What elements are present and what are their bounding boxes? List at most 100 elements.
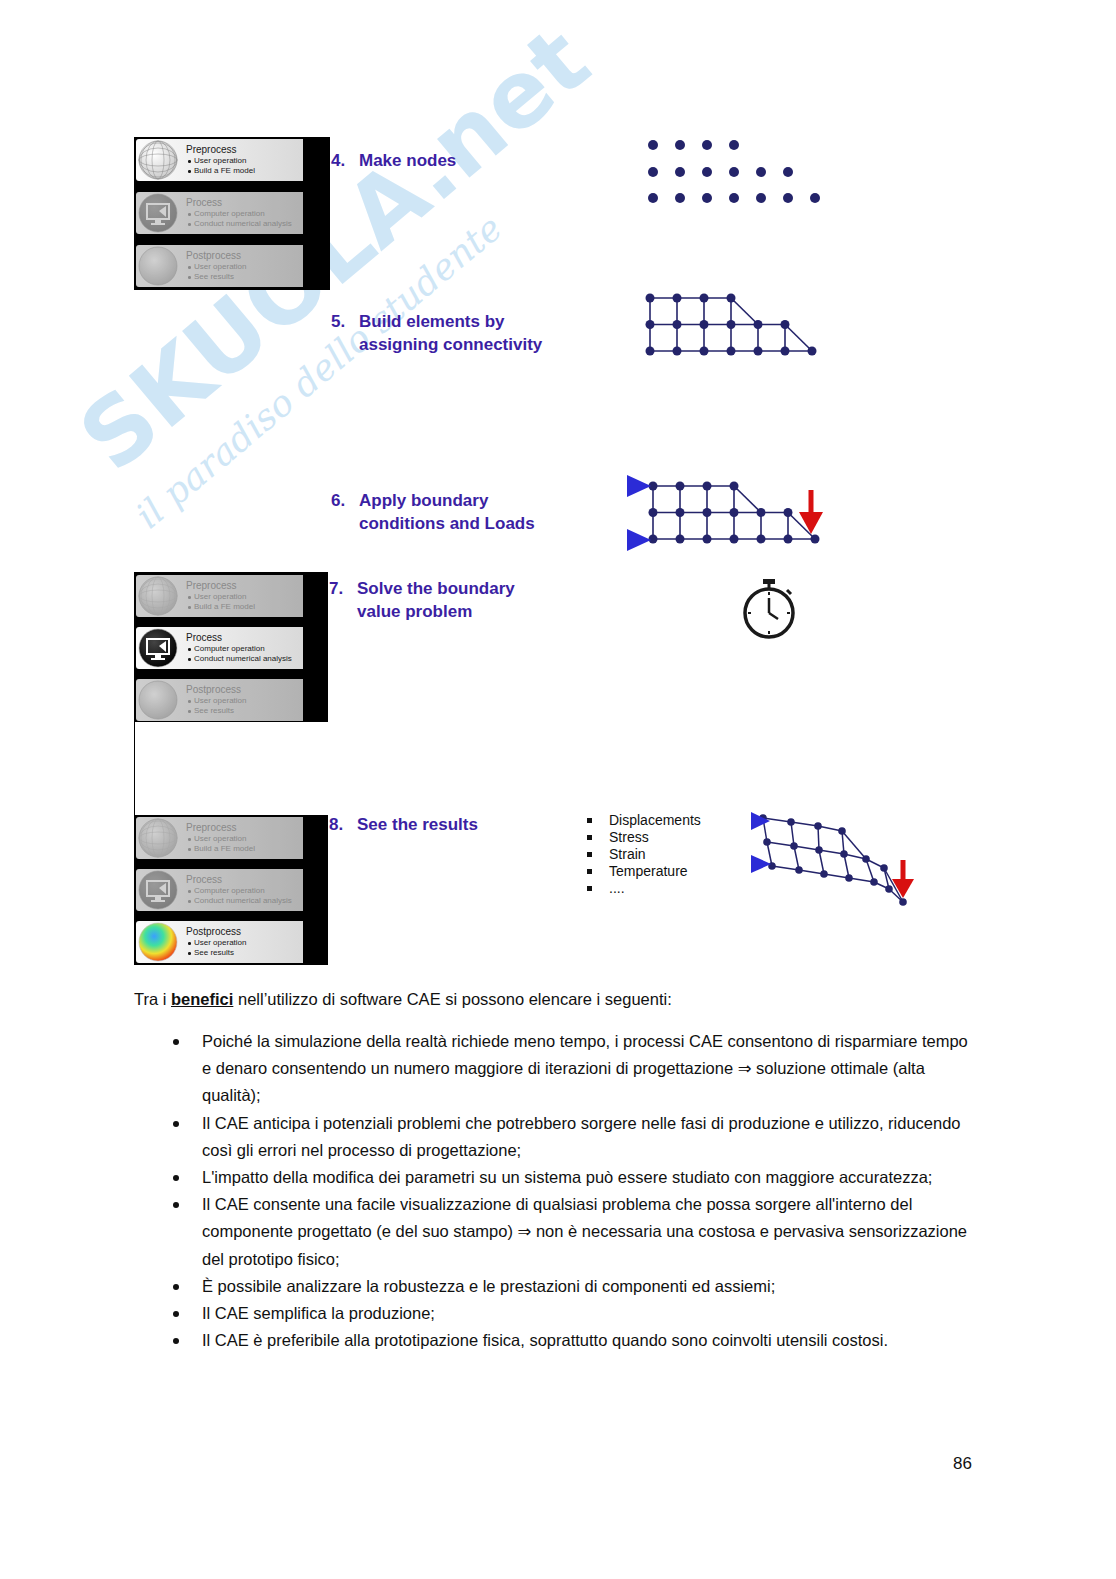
phase-detail: User operation — [186, 834, 255, 844]
phase-name: Process — [186, 632, 292, 644]
mesh-node — [885, 885, 893, 893]
mesh-node — [815, 846, 823, 854]
mesh-edge — [653, 512, 788, 514]
phase-detail: User operation — [186, 592, 255, 602]
mesh-node — [727, 320, 736, 329]
result-item: Stress — [609, 829, 649, 846]
process-band: PreprocessUser operationBuild a FE model — [136, 817, 303, 859]
mesh-node — [730, 482, 739, 491]
process-band: ProcessComputer operationConduct numeric… — [136, 192, 303, 234]
phase-detail: Conduct numerical analysis — [186, 219, 292, 229]
phase-detail: User operation — [186, 938, 246, 948]
phase-name: Process — [186, 197, 292, 209]
phase-detail: Computer operation — [186, 209, 292, 219]
mesh-node — [675, 193, 685, 203]
panel — [134, 815, 328, 965]
mesh-edge — [650, 324, 785, 326]
mesh-node — [700, 320, 709, 329]
support-symbol — [751, 812, 771, 873]
mesh-node — [730, 535, 739, 544]
phase-detail: See results — [186, 272, 246, 282]
step-title: Solve the boundary value problem — [357, 577, 545, 623]
phase-name: Process — [186, 874, 292, 886]
mesh-node — [763, 838, 771, 846]
stopwatch-icon — [745, 579, 793, 637]
mesh-node — [814, 822, 822, 830]
mesh-edge — [653, 485, 734, 487]
mesh-node — [899, 898, 907, 906]
mesh-edge — [767, 842, 794, 846]
mesh-node — [880, 864, 888, 872]
mesh-node — [811, 535, 820, 544]
mesh-node — [648, 140, 658, 150]
mesh-node — [703, 482, 712, 491]
phase-detail: Conduct numerical analysis — [186, 896, 292, 906]
mesh-node — [676, 508, 685, 517]
result-item: .... — [609, 880, 625, 897]
phase-detail: Computer operation — [186, 644, 292, 654]
intro-text: Tra i — [134, 990, 166, 1008]
process-band: PostprocessUser operationSee results — [136, 245, 303, 287]
band-text: ProcessComputer operationConduct numeric… — [186, 630, 292, 666]
band-text: PreprocessUser operationBuild a FE model — [186, 578, 255, 614]
benefit-item: È possibile analizzare la robustezza e l… — [202, 1273, 980, 1300]
benefit-item: Il CAE è preferibile alla prototipazione… — [202, 1327, 980, 1354]
mesh-node — [646, 320, 655, 329]
benefit-item: Il CAE semplifica la produzione; — [202, 1300, 980, 1327]
benefit-list: Poiché la simulazione della realtà richi… — [202, 1028, 980, 1354]
step-number: 4. — [331, 149, 345, 172]
mesh-node — [649, 508, 658, 517]
deformed-mesh — [759, 814, 907, 906]
phase-detail: Conduct numerical analysis — [186, 654, 292, 664]
mesh-node — [648, 193, 658, 203]
intro-line: Tra ibeneficinell’utilizzo di software C… — [134, 986, 984, 1013]
mesh — [646, 294, 817, 356]
mesh-node — [845, 874, 853, 882]
mesh-edge — [785, 325, 812, 352]
mesh-node — [783, 167, 793, 177]
mesh-node — [729, 140, 739, 150]
node-dots — [648, 140, 820, 203]
phase-name: Preprocess — [186, 580, 255, 592]
mesh-node — [729, 193, 739, 203]
mesh-edge — [772, 866, 799, 870]
mesh-node — [754, 347, 763, 356]
mesh-node — [781, 320, 790, 329]
phase-detail: See results — [186, 948, 246, 958]
mesh-node — [838, 827, 846, 835]
phase-detail: User operation — [186, 262, 246, 272]
band-icon — [138, 140, 180, 180]
mesh-node — [702, 193, 712, 203]
band-icon — [138, 870, 180, 910]
mesh-node — [781, 347, 790, 356]
mesh-edge — [734, 486, 761, 513]
mesh-node — [757, 535, 766, 544]
phase-name: Postprocess — [186, 926, 246, 938]
list-bullet — [587, 818, 592, 891]
phase-detail: See results — [186, 706, 246, 716]
mesh-node — [870, 878, 878, 886]
mesh-node — [676, 482, 685, 491]
mesh-node — [784, 535, 793, 544]
load-arrow — [892, 860, 914, 898]
phase-name: Preprocess — [186, 822, 255, 834]
mesh-node — [757, 508, 766, 517]
benefit-item: Poiché la simulazione della realtà richi… — [202, 1028, 980, 1110]
mesh-node — [700, 347, 709, 356]
band-text: ProcessComputer operationConduct numeric… — [186, 872, 292, 908]
phase-name: Preprocess — [186, 144, 255, 156]
step-title: Build elements by assigning connectivity — [359, 310, 574, 356]
phase-name: Postprocess — [186, 684, 246, 696]
step-title: Apply boundary conditions and Loads — [359, 489, 564, 535]
mesh-node — [646, 294, 655, 303]
result-item: Temperature — [609, 863, 688, 880]
band-icon — [138, 922, 180, 962]
mesh-node — [646, 347, 655, 356]
mesh-node — [808, 347, 817, 356]
mesh-node — [756, 193, 766, 203]
mesh-node — [702, 167, 712, 177]
mesh-node — [675, 167, 685, 177]
mesh-node — [754, 320, 763, 329]
mesh-node — [649, 535, 658, 544]
